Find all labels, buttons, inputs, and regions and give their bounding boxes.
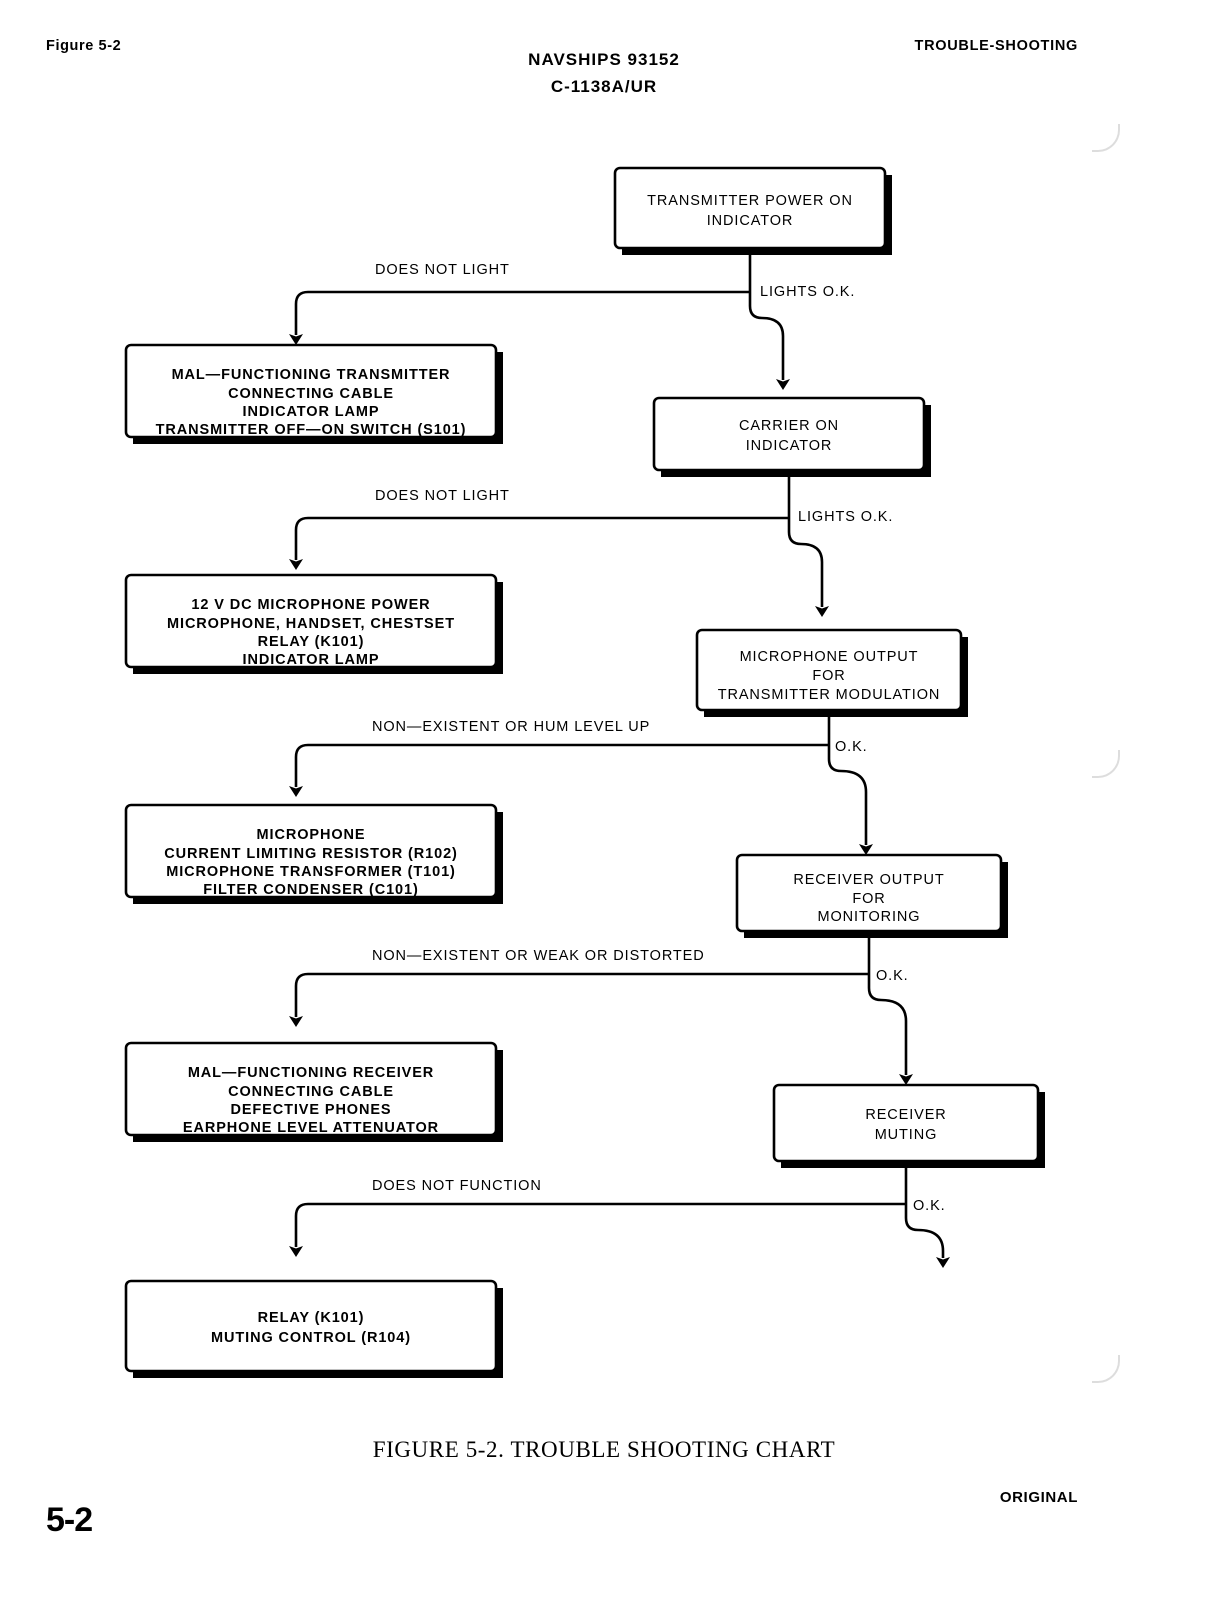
node-line: EARPHONE LEVEL ATTENUATOR bbox=[183, 1120, 439, 1136]
revision-label: ORIGINAL bbox=[999, 1489, 1078, 1506]
edge-lights-ok-1 bbox=[748, 292, 790, 390]
node-line: CARRIER ON bbox=[739, 418, 839, 434]
node-receiver-muting bbox=[772, 1083, 1040, 1163]
node-line: RELAY (K101) bbox=[258, 1310, 365, 1326]
edge-does-not-light-2 bbox=[289, 516, 789, 570]
node-line: 12 V DC MICROPHONE POWER bbox=[191, 597, 430, 613]
edge-label: LIGHTS O.K. bbox=[798, 509, 893, 525]
node-line: FOR bbox=[812, 668, 845, 684]
node-line: TRANSMITTER OFF—ON SWITCH (S101) bbox=[156, 422, 467, 438]
edge-ok-2 bbox=[867, 974, 913, 1085]
edge-non-existent-hum bbox=[289, 743, 829, 797]
node-relay-muting-control bbox=[124, 1279, 498, 1373]
node-line: INDICATOR bbox=[707, 213, 794, 229]
node-line: CURRENT LIMITING RESISTOR (R102) bbox=[164, 846, 458, 862]
node-line: CONNECTING CABLE bbox=[228, 1084, 394, 1100]
header-title-line2: C-1138A/UR bbox=[550, 77, 658, 96]
node-line: CONNECTING CABLE bbox=[228, 386, 394, 402]
node-line: INDICATOR bbox=[746, 438, 833, 454]
node-malfunctioning-receiver bbox=[124, 1041, 498, 1137]
edge-label: NON—EXISTENT OR HUM LEVEL UP bbox=[372, 719, 650, 735]
node-line: MAL—FUNCTIONING RECEIVER bbox=[188, 1065, 434, 1081]
edge-label: NON—EXISTENT OR WEAK OR DISTORTED bbox=[372, 948, 705, 964]
node-microphone-faults bbox=[124, 803, 498, 899]
node-line: MICROPHONE OUTPUT bbox=[740, 649, 919, 665]
node-line: MUTING bbox=[875, 1127, 938, 1143]
edge-label: DOES NOT LIGHT bbox=[375, 262, 510, 278]
edge-non-existent-weak bbox=[289, 972, 869, 1027]
node-line: INDICATOR LAMP bbox=[243, 404, 380, 420]
edge-does-not-light-1 bbox=[289, 290, 750, 345]
edge-does-not-function bbox=[289, 1202, 906, 1257]
edge-label: DOES NOT FUNCTION bbox=[372, 1178, 542, 1194]
header-title-line1: NAVSHIPS 93152 bbox=[528, 50, 680, 69]
edge-label: DOES NOT LIGHT bbox=[375, 488, 510, 504]
edge-label: LIGHTS O.K. bbox=[760, 284, 855, 300]
node-line: MICROPHONE, HANDSET, CHESTSET bbox=[167, 616, 455, 632]
edge-label: O.K. bbox=[876, 968, 909, 984]
edge-ok-terminal bbox=[904, 1204, 950, 1268]
node-line: MUTING CONTROL (R104) bbox=[211, 1330, 411, 1346]
node-line: TRANSMITTER POWER ON bbox=[647, 193, 853, 209]
node-line: MONITORING bbox=[818, 909, 921, 925]
node-line: MICROPHONE bbox=[257, 827, 366, 843]
header-figure-ref: Figure 5-2 bbox=[46, 38, 122, 54]
edge-label: O.K. bbox=[835, 739, 868, 755]
header-title: NAVSHIPS 93152 C-1138A/UR bbox=[0, 50, 1208, 97]
header-section: TROUBLE-SHOOTING bbox=[914, 38, 1078, 54]
node-line: MICROPHONE TRANSFORMER (T101) bbox=[166, 864, 456, 880]
node-line: RECEIVER bbox=[865, 1107, 946, 1123]
node-line: DEFECTIVE PHONES bbox=[230, 1102, 391, 1118]
node-line: RELAY (K101) bbox=[258, 634, 365, 650]
node-line: FOR bbox=[852, 891, 885, 907]
node-line: TRANSMITTER MODULATION bbox=[718, 687, 941, 703]
figure-caption: FIGURE 5-2. TROUBLE SHOOTING CHART bbox=[372, 1437, 836, 1462]
node-line: INDICATOR LAMP bbox=[243, 652, 380, 668]
node-line: MAL—FUNCTIONING TRANSMITTER bbox=[172, 367, 451, 383]
node-line: FILTER CONDENSER (C101) bbox=[203, 882, 418, 898]
edge-label: O.K. bbox=[913, 1198, 946, 1214]
edge-ok-1 bbox=[827, 745, 873, 855]
page-number: 5-2 bbox=[46, 1501, 93, 1539]
node-line: RECEIVER OUTPUT bbox=[793, 872, 944, 888]
node-12v-dc-microphone-power bbox=[124, 573, 498, 669]
node-malfunctioning-transmitter bbox=[124, 343, 498, 439]
edge-lights-ok-2 bbox=[787, 518, 829, 617]
node-carrier-on-indicator bbox=[652, 396, 926, 472]
